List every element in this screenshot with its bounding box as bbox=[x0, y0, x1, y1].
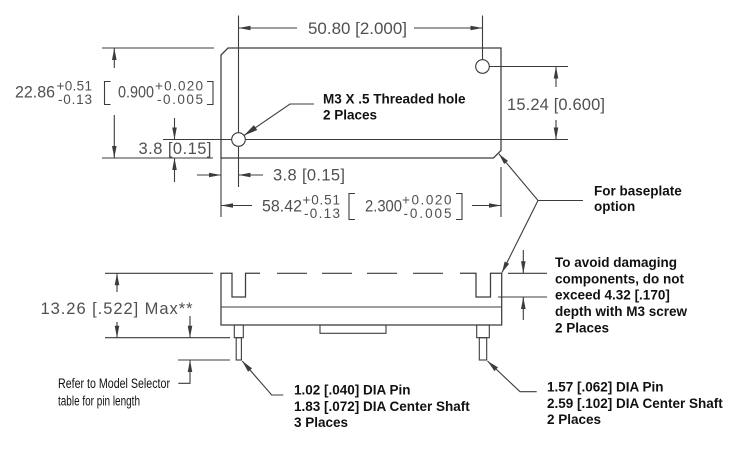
bracket-close bbox=[207, 80, 214, 106]
dimension-width: 22.86 +0.51 -0.13 0.900 +0.020 -0.005 bbox=[15, 48, 214, 158]
dimension-max-height: 13.26 [.522] Max** bbox=[41, 273, 194, 338]
component-underside bbox=[319, 324, 387, 334]
dim-text: 3.8 [0.15] bbox=[273, 167, 345, 185]
callout-baseplate-option: For baseplate option bbox=[498, 153, 682, 273]
arrowhead bbox=[187, 325, 193, 338]
center-shaft-large bbox=[476, 324, 490, 339]
tolerance-minus-mm: -0.13 bbox=[304, 206, 340, 221]
note-line: 3 Places bbox=[294, 415, 348, 430]
dim-text: 13.26 [.522] Max** bbox=[41, 300, 194, 318]
tolerance-minus-in: -0.005 bbox=[404, 206, 452, 221]
callout-large-pins: 1.57 [.062] DIA Pin 2.59 [.102] DIA Cent… bbox=[487, 360, 723, 427]
note-line: For baseplate bbox=[594, 184, 682, 199]
tolerance-minus-mm: -0.13 bbox=[58, 92, 92, 107]
arrowhead bbox=[209, 172, 221, 178]
arrowhead bbox=[114, 325, 120, 338]
arrowhead bbox=[221, 203, 233, 208]
note-line: M3 X .5 Threaded hole bbox=[323, 91, 466, 106]
arrowhead bbox=[238, 172, 251, 178]
arrowhead bbox=[487, 361, 499, 372]
callout-pin-length: Refer to Model Selector table for pin le… bbox=[58, 360, 193, 409]
arrowhead bbox=[172, 158, 177, 170]
tolerance-plus-mm: +0.51 bbox=[303, 193, 341, 208]
note-line: Refer to Model Selector bbox=[58, 376, 170, 391]
arrowhead bbox=[244, 125, 258, 136]
top-view: 50.80 [2.000] 22.86 +0.51 -0.13 0.900 +0… bbox=[15, 15, 605, 221]
dim-text-mm: 58.42 bbox=[262, 198, 302, 216]
leader-line bbox=[487, 360, 537, 393]
arrowhead bbox=[238, 25, 251, 31]
note-line: 2 Places bbox=[547, 412, 601, 427]
dim-text-in: 2.300 bbox=[365, 198, 402, 216]
dimension-hole-offset-bottom: 3.8 [0.15] bbox=[139, 118, 212, 182]
note-line: To avoid damaging bbox=[555, 255, 677, 270]
dim-text-in: 0.900 bbox=[118, 84, 154, 102]
tolerance-plus-in: +0.020 bbox=[155, 79, 203, 94]
bracket-open bbox=[103, 80, 111, 106]
side-view: 13.26 [.522] Max** Refer to Model Select… bbox=[41, 250, 723, 430]
note-line: 1.02 [.040] DIA Pin bbox=[294, 383, 411, 398]
bracket-open bbox=[348, 192, 355, 221]
tolerance-minus-in: -0.005 bbox=[157, 92, 203, 107]
dimension-hole-spacing-y: 15.24 [0.600] bbox=[507, 66, 605, 140]
arrowhead bbox=[499, 154, 508, 165]
note-line: 2 Places bbox=[323, 108, 377, 123]
tolerance-plus-in: +0.020 bbox=[402, 193, 452, 208]
arrowhead bbox=[489, 203, 501, 208]
arrowhead bbox=[114, 273, 120, 286]
callout-screw-depth: To avoid damaging components, do not exc… bbox=[521, 250, 688, 335]
arrowhead bbox=[172, 127, 177, 140]
dimension-hole-spacing-x: 50.80 [2.000] bbox=[238, 20, 483, 38]
callout-threaded-hole: M3 X .5 Threaded hole 2 Places bbox=[243, 91, 466, 136]
threaded-hole-1 bbox=[231, 132, 246, 147]
dim-text: 50.80 [2.000] bbox=[308, 20, 407, 38]
note-line: 1.57 [.062] DIA Pin bbox=[547, 380, 664, 395]
dim-text: 3.8 [0.15] bbox=[139, 140, 212, 158]
note-line: 2 Places bbox=[555, 320, 609, 335]
leader-line bbox=[498, 153, 583, 202]
dimension-hole-offset-left: 3.8 [0.15] bbox=[197, 167, 345, 185]
pin-small bbox=[235, 337, 242, 361]
note-line: 2.59 [.102] DIA Center Shaft bbox=[547, 396, 723, 411]
arrowhead bbox=[521, 297, 526, 309]
arrowhead bbox=[112, 146, 117, 158]
arrowhead bbox=[112, 48, 117, 60]
center-shaft-small bbox=[233, 324, 244, 339]
leader-line bbox=[241, 360, 284, 396]
threaded-hole-2 bbox=[475, 59, 490, 74]
pin-large bbox=[478, 337, 488, 361]
arrowhead bbox=[242, 361, 253, 372]
leader-line bbox=[501, 200, 539, 273]
note-line: depth with M3 screw bbox=[555, 304, 688, 319]
baseplate-outline bbox=[220, 47, 502, 159]
note-line: exceed 4.32 [.170] bbox=[555, 288, 670, 303]
arrowhead bbox=[553, 66, 559, 79]
leader-line bbox=[243, 103, 314, 136]
dimension-length: 58.42 +0.51 -0.13 2.300 +0.020 -0.005 bbox=[221, 192, 501, 221]
arrowhead bbox=[521, 261, 526, 274]
arrowhead bbox=[470, 25, 483, 31]
arrowhead bbox=[502, 261, 510, 273]
arrowhead bbox=[187, 360, 193, 372]
bracket-close bbox=[456, 192, 463, 221]
note-line: table for pin length bbox=[58, 394, 140, 409]
note-line: option bbox=[594, 199, 635, 214]
callout-small-pins: 1.02 [.040] DIA Pin 1.83 [.072] DIA Cent… bbox=[241, 360, 470, 430]
dim-text: 15.24 [0.600] bbox=[507, 96, 605, 114]
note-line: 1.83 [.072] DIA Center Shaft bbox=[294, 399, 470, 414]
case-outline-with-threaded-hole-sections bbox=[220, 272, 503, 326]
tolerance-plus-mm: +0.51 bbox=[57, 79, 93, 94]
note-line: components, do not bbox=[555, 271, 684, 286]
arrowhead bbox=[553, 127, 559, 140]
dim-text-mm: 22.86 bbox=[15, 84, 55, 102]
